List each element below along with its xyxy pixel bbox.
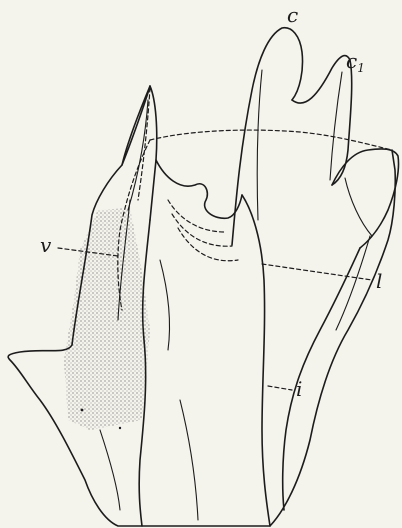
blemish-mark [81, 409, 84, 412]
right-lobe [332, 149, 399, 248]
dashed-notch-curve-3 [178, 228, 238, 261]
notch-outline [156, 160, 242, 218]
label-i: i [296, 377, 302, 401]
label-c1-base: c [346, 49, 357, 73]
label-c: c [287, 3, 298, 27]
blemish-mark [119, 427, 121, 429]
leader-i [268, 386, 292, 390]
bone-outline [8, 86, 395, 526]
leader-l [262, 264, 372, 280]
cusp-c [232, 28, 303, 245]
left-spine-slit [160, 260, 170, 350]
dashed-top-line [150, 130, 392, 150]
label-c1: c1 [346, 49, 365, 75]
lower-contour-2 [180, 400, 198, 520]
dashed-notch-curve-1 [168, 200, 225, 232]
cusp-c-inner [257, 70, 262, 220]
label-v: v [40, 233, 52, 257]
label-c1-sub: 1 [357, 61, 365, 75]
lower-contour [100, 430, 120, 510]
central-ridge [242, 195, 270, 526]
right-edge-inner [336, 236, 370, 330]
stippled-region-v [64, 208, 150, 430]
label-l: l [376, 269, 382, 293]
right-lobe-inner [345, 178, 372, 236]
cusp-c1-inner [330, 72, 342, 180]
right-inner-contour [283, 248, 360, 510]
